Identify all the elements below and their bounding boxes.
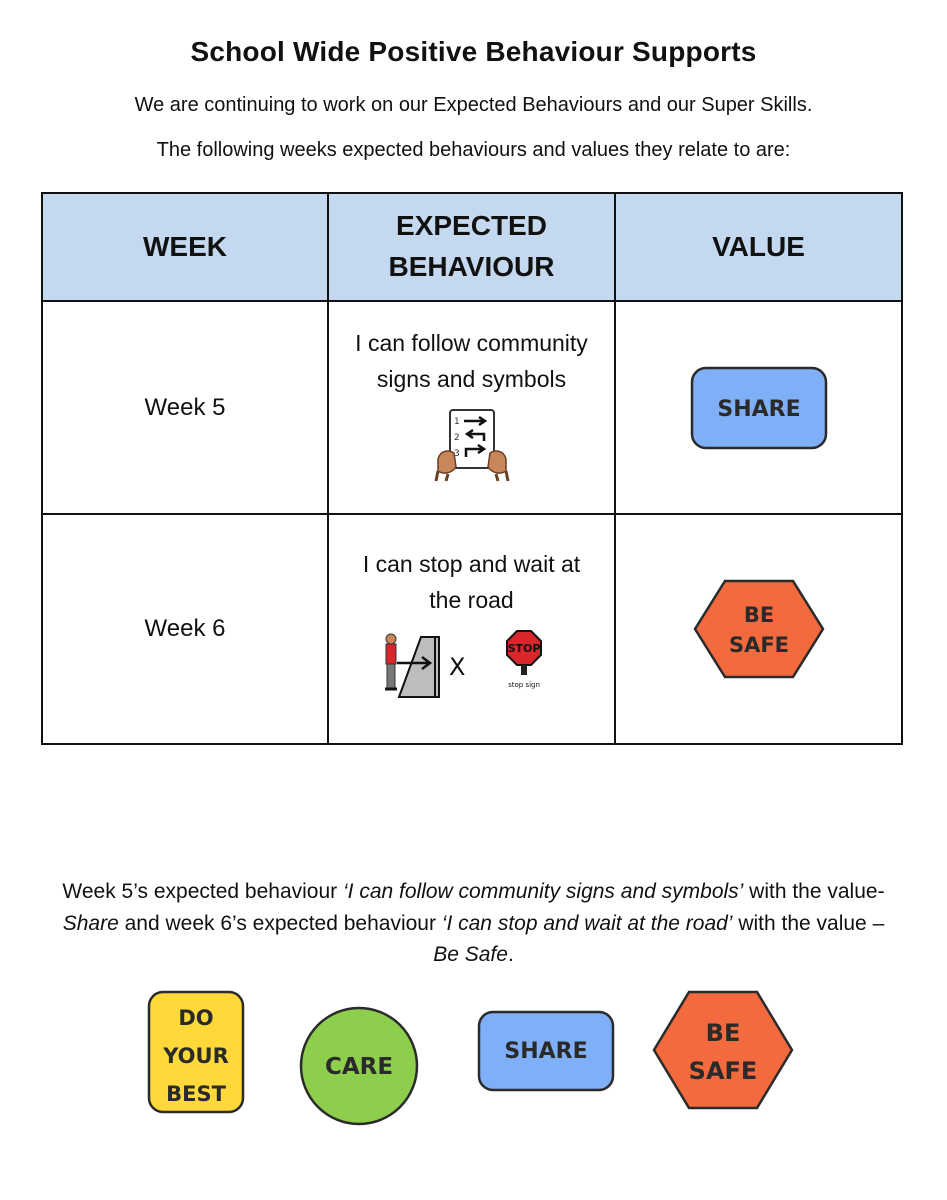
- wait-at-road-icon: X STOP stop sign: [384, 629, 542, 698]
- value-cell: SHARE: [614, 300, 903, 515]
- stop-sign-text: STOP: [507, 642, 540, 655]
- behaviour-text: I can stop and wait at the road: [329, 547, 614, 618]
- person-body: [385, 643, 396, 665]
- week-cell: Week 5: [41, 300, 329, 515]
- behaviour-text: I can follow community signs and symbols: [329, 326, 614, 397]
- summary-value-share: Share: [62, 911, 119, 935]
- stop-sign-caption: stop sign: [508, 681, 540, 689]
- header-value: VALUE: [614, 192, 903, 302]
- header-week: WEEK: [41, 192, 329, 302]
- header-behaviour-line2: BEHAVIOUR: [388, 251, 555, 282]
- share-badge: SHARE: [690, 366, 827, 449]
- behaviour-line2: the road: [429, 587, 514, 613]
- behaviour-line1: I can follow community: [355, 329, 588, 356]
- behaviour-cell: I can follow community signs and symbols…: [327, 300, 616, 515]
- share-badge-text: SHARE: [717, 397, 800, 422]
- intro-line-2: The following weeks expected behaviours …: [156, 139, 791, 161]
- do-your-best-line1: DO: [178, 1006, 213, 1030]
- care-badge-text: CARE: [325, 1054, 393, 1080]
- care-badge: CARE: [299, 1006, 419, 1126]
- svg-text:3: 3: [454, 449, 460, 459]
- table-row: Week 5 I can follow community signs and …: [41, 300, 903, 515]
- do-your-best-line2: YOUR: [162, 1044, 229, 1068]
- intro-line-1: We are continuing to work on our Expecte…: [134, 94, 813, 116]
- summary-text: Week 5’s expected behaviour: [62, 880, 343, 903]
- table-row: Week 6 I can stop and wait at the road X: [41, 513, 903, 745]
- summary-text: .: [507, 943, 514, 966]
- stop-sign-icon: [505, 629, 542, 666]
- summary-value-be-safe: Be Safe: [433, 943, 508, 966]
- person-legs: [386, 663, 395, 689]
- summary-text: with the value –: [732, 911, 885, 935]
- be-safe-line1: BE: [743, 603, 773, 627]
- do-your-best-line3: BEST: [166, 1082, 226, 1106]
- value-cell: BE SAFE: [614, 513, 903, 745]
- be-safe-line2: SAFE: [689, 1057, 758, 1085]
- table-header-row: WEEK EXPECTED BEHAVIOUR VALUE: [41, 192, 903, 302]
- summary-text: with the value-: [743, 880, 885, 903]
- do-your-best-badge: DO YOUR BEST: [147, 990, 245, 1114]
- page-title: School Wide Positive Behaviour Supports: [190, 36, 757, 67]
- header-expected-behaviour: EXPECTED BEHAVIOUR: [327, 192, 616, 302]
- be-safe-badge: BE SAFE: [652, 990, 794, 1110]
- behaviour-cell: I can stop and wait at the road X STOP: [327, 513, 616, 745]
- reading-directions-icon: 1 2 3: [434, 409, 509, 482]
- summary-quote-week6: ‘I can stop and wait at the road’: [441, 911, 733, 935]
- person-head: [385, 633, 396, 645]
- be-safe-line2: SAFE: [728, 633, 788, 657]
- behaviour-line2: signs and symbols: [376, 365, 567, 392]
- week-cell: Week 6: [41, 513, 329, 745]
- x-mark: X: [449, 653, 465, 681]
- svg-text:1: 1: [454, 417, 460, 427]
- share-badge-text: SHARE: [504, 1039, 587, 1064]
- summary-text: and week 6’s expected behaviour: [118, 911, 442, 935]
- behaviour-table: WEEK EXPECTED BEHAVIOUR VALUE Week 5 I c…: [41, 192, 903, 745]
- share-badge: SHARE: [477, 1010, 615, 1092]
- summary-paragraph: Week 5’s expected behaviour ‘I can follo…: [60, 876, 887, 971]
- summary-quote-week5: ‘I can follow community signs and symbol…: [343, 880, 744, 903]
- behaviour-line1: I can stop and wait at: [362, 551, 581, 578]
- be-safe-badge: BE SAFE: [693, 579, 824, 679]
- road: [397, 635, 440, 698]
- svg-text:2: 2: [454, 433, 460, 443]
- header-behaviour-line1: EXPECTED: [396, 210, 547, 242]
- be-safe-line1: BE: [706, 1019, 741, 1047]
